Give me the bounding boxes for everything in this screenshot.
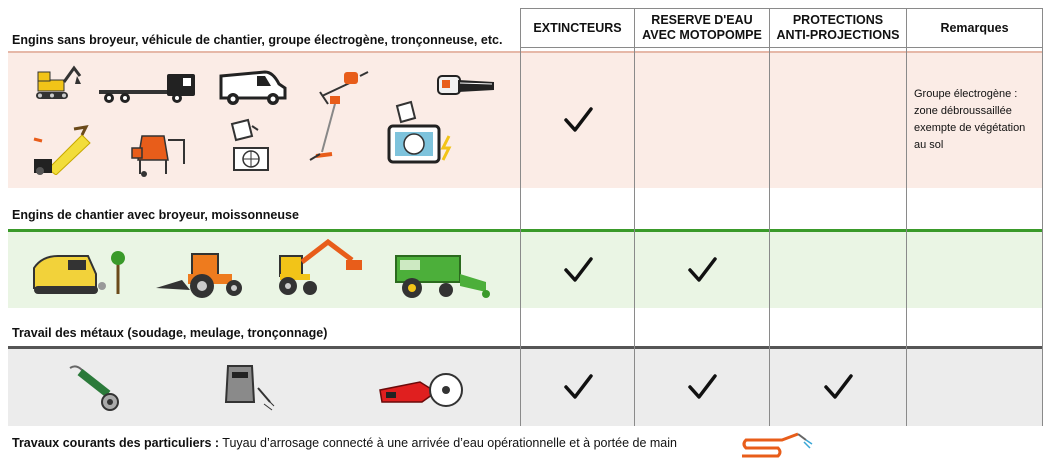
- check-icon: [688, 257, 717, 282]
- hedge-trimmer-tractor-icon: [279, 238, 362, 295]
- mini-excavator-icon: [36, 65, 82, 99]
- section-title-1: Engins sans broyeur, véhicule de chantie…: [12, 33, 503, 47]
- van-icon: [219, 70, 287, 105]
- section-title-3: Travail des métaux (soudage, meulage, tr…: [12, 326, 328, 340]
- remark-line: exempte de végétation: [914, 122, 1026, 134]
- check-icon: [564, 257, 593, 282]
- check-icon: [564, 374, 593, 399]
- fuel-can-pump-icon: [230, 118, 269, 171]
- header-protections: PROTECTIONS ANTI-PROJECTIONS: [770, 9, 906, 47]
- row-band-2: [8, 232, 1043, 308]
- header-reserve-line1: RESERVE D'EAU: [651, 13, 753, 27]
- row-band-2-top-border: [8, 229, 1043, 232]
- welding-mask-icon: [224, 365, 275, 411]
- remark-line: au sol: [914, 139, 944, 151]
- col-divider-4: [906, 8, 907, 426]
- check-icon: [688, 374, 717, 399]
- combine-harvester-icon: [395, 255, 490, 298]
- truck-icon: [99, 74, 195, 103]
- remark-row-1: Groupe électrogène : zone débroussaillée…: [914, 86, 1025, 154]
- chainsaw-icon: [437, 75, 494, 95]
- remark-line: Groupe électrogène :: [914, 88, 1018, 100]
- row-band-1-top-border: [8, 51, 1043, 53]
- generator-icon: [387, 100, 452, 164]
- header-top-line: [520, 8, 1043, 9]
- col-divider-2: [634, 8, 635, 426]
- forestry-mulcher-icon: [33, 251, 125, 294]
- row-band-3-top-border: [8, 346, 1043, 349]
- tractor-mower-icon: [156, 253, 242, 298]
- col-divider-5: [1042, 8, 1043, 426]
- cement-mixer-icon: [131, 135, 185, 177]
- section-title-2: Engins de chantier avec broyeur, moisson…: [12, 208, 299, 222]
- header-extincteurs-label: EXTINCTEURS: [533, 20, 622, 35]
- header-reserve-line2: AVEC MOTOPOMPE: [642, 28, 762, 42]
- check-icon: [564, 107, 593, 132]
- header-reserve: RESERVE D'EAU AVEC MOTOPOMPE: [635, 9, 769, 47]
- footer-text: Tuyau d’arrosage connecté à une arrivée …: [219, 436, 677, 450]
- remark-line: zone débroussaillée: [914, 105, 1012, 117]
- angle-grinder-icon: [69, 365, 119, 411]
- header-remarques: Remarques: [907, 9, 1042, 47]
- brush-cutter-icon: [319, 71, 369, 105]
- col-divider-1: [520, 8, 521, 426]
- col-divider-3: [769, 8, 770, 426]
- footer-line: Travaux courants des particuliers : Tuya…: [12, 436, 677, 450]
- header-protections-line1: PROTECTIONS: [792, 13, 884, 27]
- row-band-3: [8, 348, 1043, 426]
- check-icon: [824, 374, 853, 399]
- header-extincteurs: EXTINCTEURS: [521, 9, 634, 47]
- disc-cutter-icon: [379, 373, 463, 407]
- trimmer-icon: [309, 96, 340, 161]
- header-remarques-label: Remarques: [940, 20, 1009, 35]
- footer-bold: Travaux courants des particuliers :: [12, 436, 220, 450]
- header-protections-line2: ANTI-PROJECTIONS: [776, 28, 900, 42]
- wood-chipper-icon: [33, 125, 91, 175]
- header-bottom-line: [520, 47, 1043, 48]
- garden-hose-icon: [742, 432, 813, 458]
